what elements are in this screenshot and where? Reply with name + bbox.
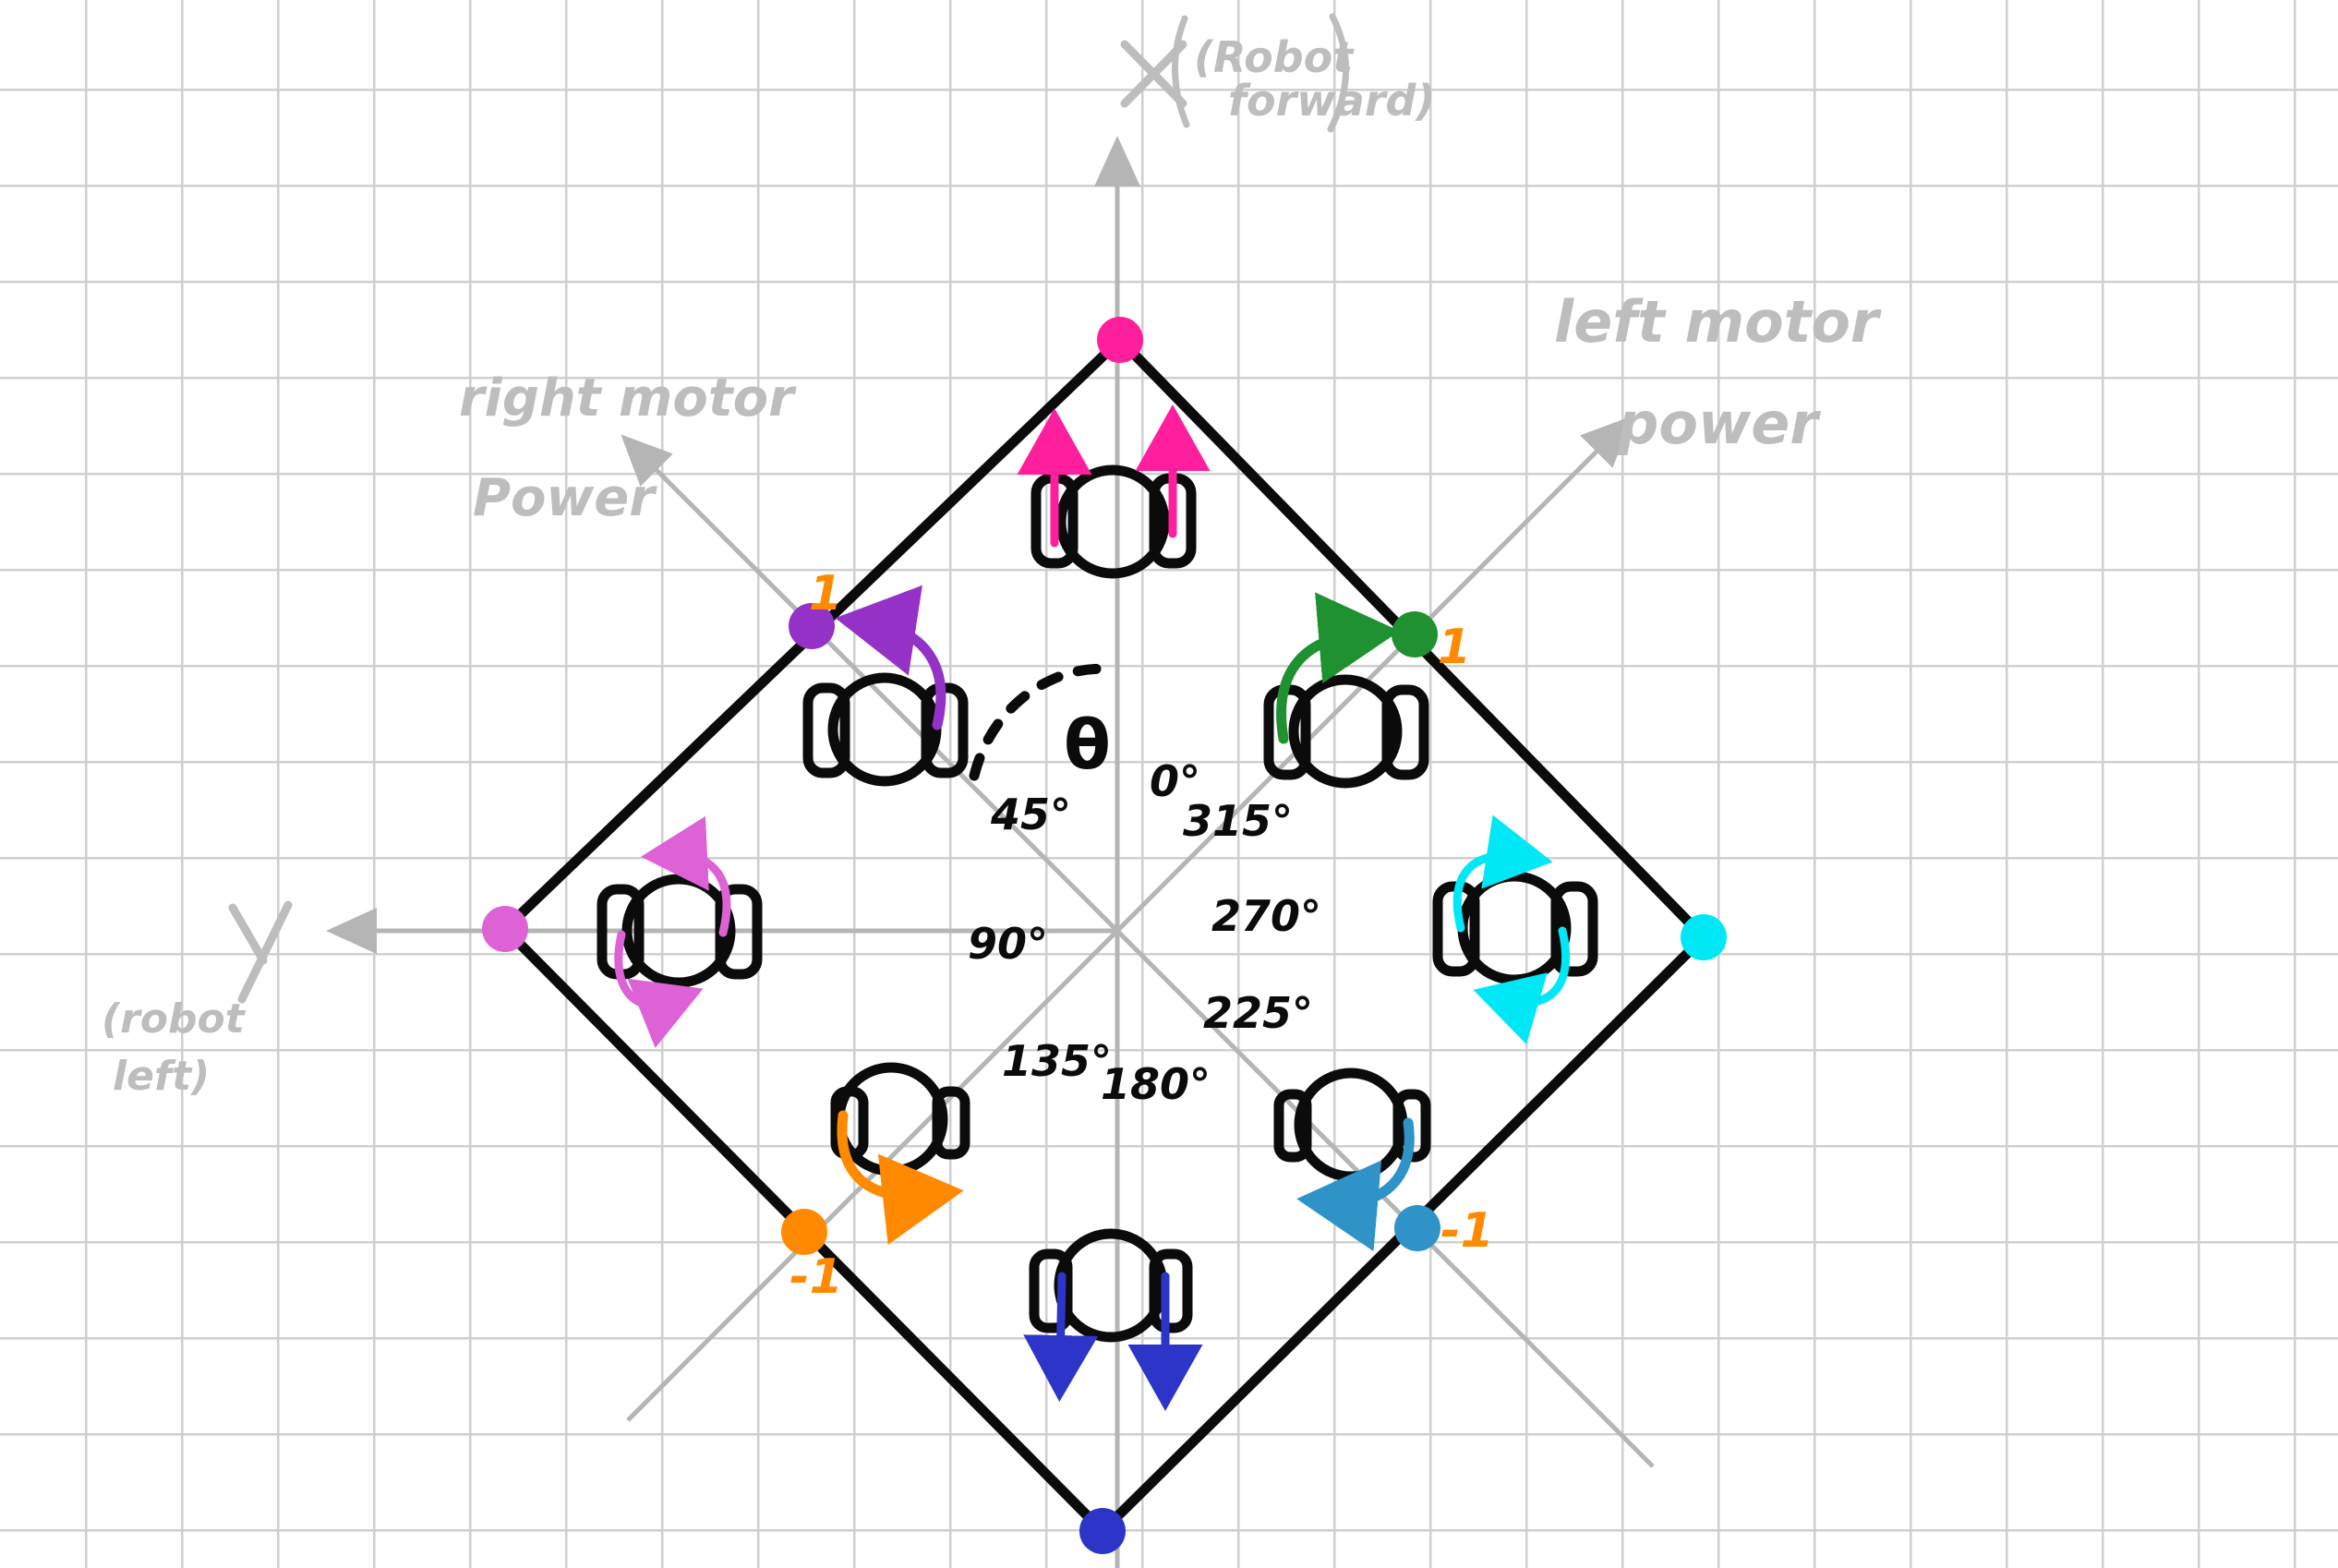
wheel-motion-arrow-left: [1296, 1117, 1415, 1252]
axis-x-note-line1: (Robot: [1194, 32, 1355, 82]
upper-right-green-dot[interactable]: [1392, 611, 1438, 657]
wheel-motion-arrow-right: [1023, 1272, 1099, 1402]
angle-label: 90°: [968, 919, 1048, 969]
axis-right-motor-power-neg: [1115, 929, 1655, 1468]
right-cyan-dot[interactable]: [1681, 914, 1727, 960]
angle-label-group-135: 135°: [1002, 1036, 1112, 1086]
wheel-motion-arrow-right: [1473, 926, 1571, 1044]
marker-label-135: -1: [789, 1249, 843, 1305]
angle-label: 0°: [1150, 756, 1200, 806]
angle-label-group-315: 315°: [1183, 796, 1293, 846]
wheel-motion-arrow-right: [837, 1110, 964, 1245]
robot-90deg: [597, 815, 763, 1048]
angle-label-group-225: 225°: [1203, 988, 1313, 1038]
right-motor-label-line1: right motor: [459, 368, 797, 428]
robot-315deg: [1263, 592, 1429, 789]
angle-label-group-270: 270°: [1211, 891, 1321, 941]
x-note-paren-close: [1327, 13, 1349, 133]
robot-135deg: [830, 1062, 970, 1245]
angle-label-group-90: 90°: [968, 919, 1048, 969]
left-motor-label-line1: left motor: [1554, 288, 1882, 356]
x-note-paren-open: [1172, 15, 1190, 128]
wheel-motion-arrow-left: [614, 930, 704, 1048]
axis-y-note-line2: left): [113, 1053, 210, 1100]
angle-label: 315°: [1183, 796, 1293, 846]
top-pink-dot[interactable]: [1097, 317, 1143, 363]
angle-label: 270°: [1211, 891, 1321, 941]
angle-label-group-180: 180°: [1101, 1059, 1211, 1109]
right-motor-label-line2: Power: [473, 468, 657, 528]
axis-y-note-line1: (robot: [102, 995, 247, 1043]
axis-x-note-line2: forward): [1228, 76, 1435, 126]
robot-180deg: [1023, 1228, 1203, 1411]
angle-label-group-0: 0°: [1150, 756, 1200, 806]
wheel-motion-arrow-left: [1452, 814, 1553, 933]
lower-left-orange-dot[interactable]: [781, 1209, 827, 1255]
marker-label-225: -1: [1440, 1203, 1494, 1259]
y-letter-glyph: [228, 900, 293, 1004]
robot-wheel-right: [1029, 1248, 1073, 1333]
angle-label: 225°: [1203, 988, 1313, 1038]
robot-wheel-left: [1550, 881, 1598, 977]
theta-arc-dashed: [969, 663, 1118, 781]
robot-45deg: [802, 585, 969, 787]
angle-label-group-45: 45°: [990, 790, 1071, 839]
bottom-navy-dot[interactable]: [1079, 1508, 1126, 1554]
lower-right-blue-dot[interactable]: [1394, 1205, 1440, 1251]
robot-wheel-left: [1381, 684, 1429, 780]
axis-y-note-group: (robot left): [102, 900, 293, 1100]
left-orchid-dot[interactable]: [482, 906, 528, 952]
marker-label-315: 1: [1438, 620, 1471, 675]
angle-label: 45°: [990, 790, 1071, 839]
robot-wheel-left: [1149, 1248, 1193, 1333]
marker-label-45: 1: [809, 566, 842, 621]
robot-body: [1055, 464, 1170, 579]
angle-label: 180°: [1101, 1059, 1211, 1109]
robot-0deg: [1017, 404, 1211, 579]
axis-right-motor-power: [621, 434, 1119, 933]
robot-wheel-right: [1273, 1089, 1312, 1163]
wheel-motion-arrow-right: [835, 585, 946, 730]
upper-left-purple-dot[interactable]: [789, 603, 835, 649]
wheel-motion-arrow-right: [641, 815, 731, 937]
left-motor-label-line2: power: [1617, 390, 1821, 457]
theta-symbol: θ: [1064, 706, 1111, 785]
robot-225deg: [1273, 1067, 1431, 1252]
robot-270deg: [1432, 814, 1598, 1044]
robot-wheel-right: [802, 682, 850, 778]
wheel-motion-arrow-left: [1276, 592, 1400, 744]
axis-left-motor-power-neg: [626, 929, 1119, 1422]
angle-label: 135°: [1002, 1036, 1112, 1086]
axis-x-note-group: (Robot forward): [1120, 13, 1435, 133]
